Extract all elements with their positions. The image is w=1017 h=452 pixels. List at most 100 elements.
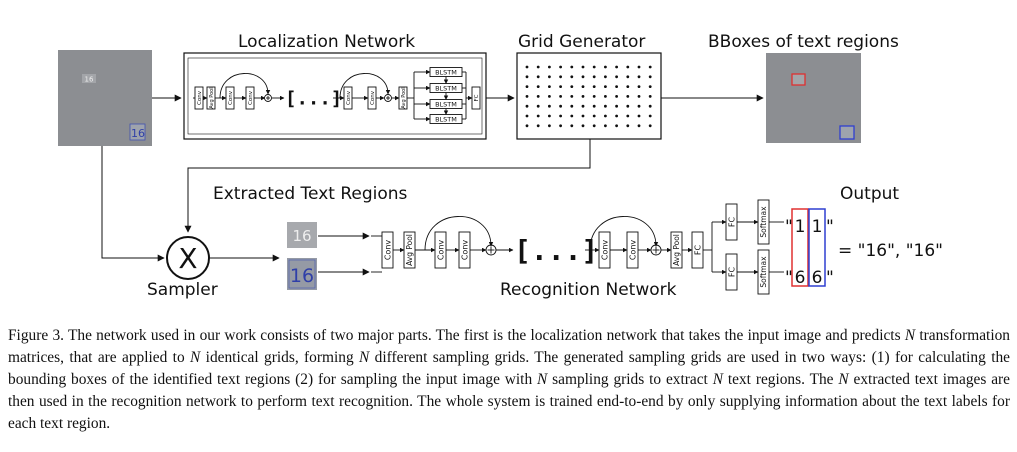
caption-text: Figure 3. The network used in our work c… — [8, 327, 905, 344]
title-grid-generator: Grid Generator — [518, 32, 646, 52]
caption-var: N — [904, 327, 916, 344]
loc-conv-3: Conv — [245, 86, 255, 110]
svg-text:Conv: Conv — [383, 240, 392, 261]
extracted-crop-2: 16 — [287, 258, 317, 290]
out-char-1b: 6 — [795, 268, 806, 288]
loc-ellipsis: [...] — [285, 88, 342, 110]
svg-text:BLSTM: BLSTM — [435, 100, 457, 108]
loc-conv-4: Conv — [343, 86, 353, 110]
loc-blstm-1: BLSTM — [429, 67, 463, 77]
loc-conv-1: Conv — [194, 86, 204, 110]
caption-text: sampling grids to extract — [547, 371, 713, 388]
loc-conv-5: Conv — [367, 86, 377, 110]
svg-text:Conv: Conv — [346, 90, 352, 105]
rec-fc-shared: FC — [691, 231, 704, 269]
sampler-node: X — [166, 236, 210, 280]
title-recognition-network: Recognition Network — [500, 280, 677, 300]
svg-text:FC: FC — [727, 266, 736, 277]
loc-avgpool-2: Avg Pool — [398, 86, 408, 110]
rec-conv-4: Conv — [598, 231, 611, 269]
out-char-2a: 1 — [812, 217, 823, 237]
svg-text:FC: FC — [693, 244, 702, 255]
sum-node — [650, 244, 662, 256]
title-extracted-regions: Extracted Text Regions — [213, 184, 408, 204]
grid-generator — [516, 52, 662, 140]
rec-softmax-2: Softmax — [757, 249, 770, 295]
loc-avgpool-1: Avg Pool — [206, 86, 216, 110]
caption-text: text regions. The — [722, 371, 839, 388]
figure-caption: Figure 3. The network used in our work c… — [8, 325, 1010, 435]
caption-text: transformation matrices, that are applie… — [8, 327, 1010, 366]
svg-text:Conv: Conv — [600, 240, 609, 261]
extracted-crop-1: 16 — [287, 222, 317, 248]
svg-text:Avg Pool: Avg Pool — [672, 234, 681, 266]
output-blue-box — [808, 208, 826, 287]
svg-text:Avg Pool: Avg Pool — [401, 87, 407, 108]
svg-text:Softmax: Softmax — [759, 256, 768, 288]
svg-text:Conv: Conv — [228, 90, 234, 105]
input-image: 16 16 — [58, 50, 152, 146]
svg-text:Avg Pool: Avg Pool — [405, 234, 414, 266]
rec-avgpool-1: Avg Pool — [403, 231, 416, 269]
rec-conv-2: Conv — [434, 231, 447, 269]
svg-text:Conv: Conv — [197, 90, 203, 105]
svg-text:": " — [826, 217, 834, 237]
svg-text:BLSTM: BLSTM — [435, 68, 457, 76]
rec-conv-5: Conv — [626, 231, 639, 269]
svg-text:Conv: Conv — [628, 240, 637, 261]
rec-ellipsis: [...] — [514, 234, 598, 267]
loc-blstm-4: BLSTM — [429, 114, 463, 124]
title-localization-network: Localization Network — [238, 32, 416, 52]
rec-avgpool-2: Avg Pool — [670, 231, 683, 269]
rec-softmax-1: Softmax — [757, 199, 770, 245]
caption-text: identical grids, forming — [200, 349, 360, 366]
input-big-text: 16 — [131, 127, 145, 140]
loc-conv-2: Conv — [225, 86, 235, 110]
svg-text:": " — [785, 217, 793, 237]
output-result: = "16", "16" — [838, 241, 943, 261]
svg-text:Conv: Conv — [436, 240, 445, 261]
caption-text: extracted text images are then used in t… — [8, 371, 1010, 432]
bbox-blue — [839, 125, 855, 140]
svg-text:Avg Pool: Avg Pool — [209, 87, 215, 108]
loc-fc: FC — [471, 86, 481, 110]
svg-text:Conv: Conv — [460, 240, 469, 261]
svg-text:BLSTM: BLSTM — [435, 84, 457, 92]
rec-fc-head-2: FC — [725, 253, 738, 291]
svg-text:BLSTM: BLSTM — [435, 115, 457, 123]
svg-text:Conv: Conv — [248, 90, 254, 105]
caption-var: N — [190, 349, 201, 366]
out-char-2b: 6 — [812, 268, 823, 288]
svg-text:": " — [785, 268, 793, 288]
sum-node — [485, 244, 497, 256]
svg-text:16: 16 — [290, 265, 314, 287]
label-sampler: Sampler — [147, 280, 218, 300]
output-chars: " " " " 1 1 6 6 — [785, 208, 834, 288]
loc-blstm-2: BLSTM — [429, 83, 463, 93]
title-output: Output — [840, 184, 900, 204]
output-red-box — [791, 208, 809, 287]
svg-text:Softmax: Softmax — [759, 206, 768, 238]
caption-var: N — [537, 371, 548, 388]
svg-text:16: 16 — [292, 227, 311, 245]
loc-blstm-3: BLSTM — [429, 99, 463, 109]
svg-text:FC: FC — [727, 216, 736, 227]
caption-text: different sampling grids. The generated … — [8, 349, 1011, 388]
sum-node — [384, 94, 392, 102]
rec-conv-1: Conv — [381, 231, 394, 269]
rec-conv-3: Conv — [458, 231, 471, 269]
caption-var: N — [359, 349, 370, 366]
title-bboxes: BBoxes of text regions — [708, 32, 899, 52]
sampler-symbol: X — [178, 242, 197, 275]
svg-text:Conv: Conv — [370, 90, 376, 105]
caption-var: N — [712, 371, 723, 388]
out-char-1a: 1 — [795, 217, 806, 237]
bbox-red — [791, 73, 806, 86]
svg-text:FC: FC — [474, 94, 480, 101]
caption-var: N — [838, 371, 849, 388]
rec-fc-head-1: FC — [725, 203, 738, 241]
bbox-image — [766, 53, 861, 143]
sum-node — [264, 94, 272, 102]
input-small-text: 16 — [85, 76, 94, 84]
